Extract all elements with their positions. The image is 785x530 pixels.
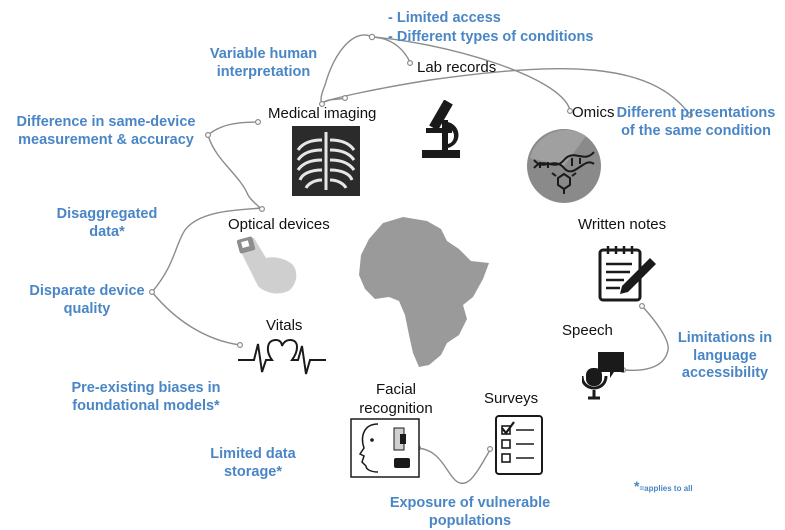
label-omics: Omics bbox=[572, 104, 615, 121]
bias-difference-same-device: Difference in same-device measurement & … bbox=[16, 114, 196, 148]
finger-device-icon bbox=[236, 236, 297, 294]
microscope-icon bbox=[422, 100, 460, 158]
bias-variable-human: Variable human interpretation bbox=[209, 46, 318, 80]
bias-disparate-quality: Disparate device quality bbox=[29, 283, 145, 317]
africa-map-icon bbox=[359, 217, 489, 367]
bias-preexisting: Pre-existing biases in foundational mode… bbox=[71, 380, 221, 414]
bias-limited-storage: Limited data storage* bbox=[210, 446, 296, 480]
label-facial-recognition: Facial recognition bbox=[359, 381, 433, 417]
label-optical-devices: Optical devices bbox=[228, 216, 330, 233]
heartbeat-icon bbox=[238, 338, 326, 375]
xray-icon bbox=[292, 126, 360, 196]
notes-icon bbox=[598, 246, 656, 302]
label-lab-records: Lab records bbox=[417, 59, 497, 76]
dna-icon bbox=[527, 129, 601, 203]
label-surveys: Surveys bbox=[484, 390, 539, 407]
survey-checklist-icon bbox=[495, 415, 543, 475]
footnote: *=applies to all bbox=[634, 478, 693, 494]
label-speech: Speech bbox=[562, 322, 613, 339]
label-written-notes: Written notes bbox=[578, 216, 667, 233]
bias-vulnerable: Exposure of vulnerable populations bbox=[389, 495, 551, 529]
bias-different-conditions: - Different types of conditions bbox=[388, 29, 594, 45]
bias-language-access: Limitations in language accessibility bbox=[677, 330, 773, 381]
footnote-text: =applies to all bbox=[639, 484, 693, 493]
bias-disaggregated: Disaggregated data* bbox=[56, 206, 158, 240]
bias-different-presentations: Different presentations of the same cond… bbox=[616, 105, 776, 139]
speech-icon bbox=[582, 352, 624, 400]
face-scan-icon bbox=[350, 418, 420, 478]
footnote-star: * bbox=[634, 478, 640, 494]
label-vitals: Vitals bbox=[266, 317, 303, 334]
label-medical-imaging: Medical imaging bbox=[268, 105, 377, 122]
bias-limited-access: - Limited access bbox=[388, 10, 501, 26]
